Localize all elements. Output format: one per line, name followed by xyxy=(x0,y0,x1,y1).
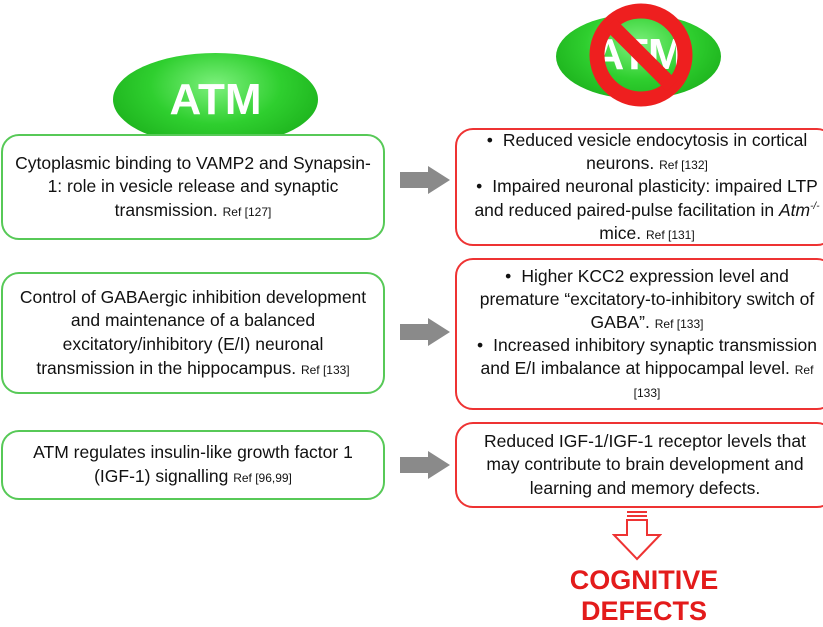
left-text-1: Cytoplasmic binding to VAMP2 and Synapsi… xyxy=(15,152,371,220)
left-ref-2: Ref [133] xyxy=(300,362,350,377)
bullet-ref: Ref [131] xyxy=(645,227,695,242)
outcome-label: COGNITIVE DEFECTS xyxy=(569,565,719,626)
bullet-ref: Ref [132] xyxy=(659,158,708,173)
bullet-item: •Reduced vesicle endocytosis in cortical… xyxy=(486,130,808,174)
bullet-ref: Ref [133] xyxy=(654,316,704,331)
arrow-right-icon xyxy=(400,451,450,479)
right-box-3: Reduced IGF-1/IGF-1 receptor levels that… xyxy=(455,422,823,508)
bullet-text: Reduced vesicle endocytosis in cortical … xyxy=(502,130,808,174)
atm-label: ATM xyxy=(169,74,262,124)
left-box-1: Cytoplasmic binding to VAMP2 and Synapsi… xyxy=(1,134,385,240)
arrow-right-icon xyxy=(400,318,450,346)
atm-pill: ATM xyxy=(113,53,318,146)
left-box-2: Control of GABAergic inhibition developm… xyxy=(1,272,385,394)
right-box-2: •Higher KCC2 expression level and premat… xyxy=(455,258,823,410)
bullet-item: •Higher KCC2 expression level and premat… xyxy=(479,265,815,332)
right-box-1: •Reduced vesicle endocytosis in cortical… xyxy=(455,128,823,246)
bullet-text: Impaired neuronal plasticity: impaired L… xyxy=(474,176,818,220)
bullet-sup: -/- xyxy=(810,200,820,212)
left-text-3: ATM regulates insulin-like growth factor… xyxy=(33,442,353,486)
prohibition-icon xyxy=(589,3,693,107)
bullet-italic: Atm xyxy=(778,199,811,220)
left-ref-3: Ref [96,99] xyxy=(233,471,292,485)
left-box-3: ATM regulates insulin-like growth factor… xyxy=(1,430,385,500)
left-text-2: Control of GABAergic inhibition developm… xyxy=(19,286,367,378)
bullet-item: •Increased inhibitory synaptic transmiss… xyxy=(476,335,818,401)
bullet-text: Higher KCC2 expression level and prematu… xyxy=(479,265,815,332)
left-ref-1: Ref [127] xyxy=(222,204,272,219)
right-text-3: Reduced IGF-1/IGF-1 receptor levels that… xyxy=(484,430,806,498)
bullet-text: mice. xyxy=(599,222,642,243)
bullet-text: Increased inhibitory synaptic transmissi… xyxy=(480,335,818,379)
bullet-ref: Ref [133] xyxy=(633,363,814,401)
bullet-item: •Impaired neuronal plasticity: impaired … xyxy=(474,176,820,243)
arrow-down-icon xyxy=(612,511,662,561)
arrow-right-icon xyxy=(400,166,450,194)
